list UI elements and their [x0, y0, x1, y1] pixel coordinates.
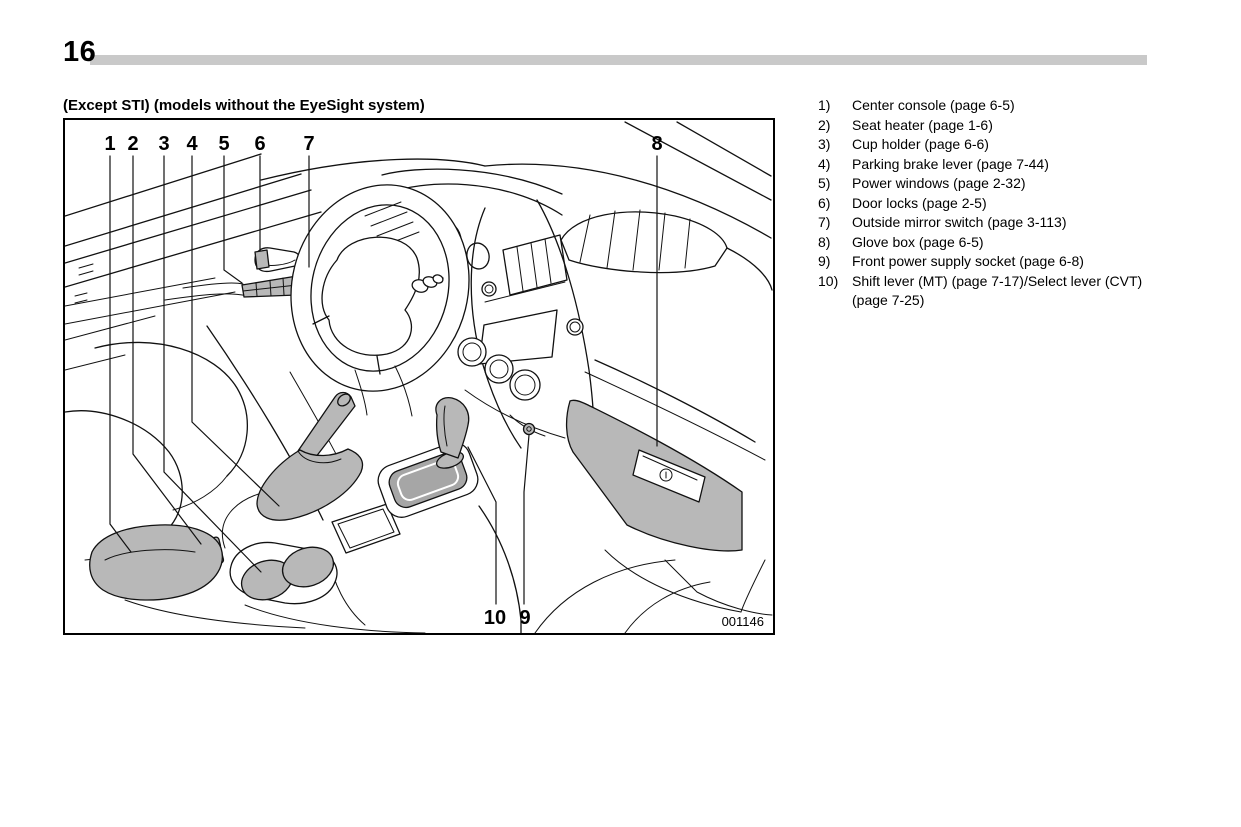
- leader-4: [191, 155, 280, 507]
- callout-label-4: 4: [186, 133, 198, 155]
- audio-knob-right: [566, 318, 584, 336]
- legend-item-number: 5): [818, 175, 831, 191]
- leader-1: [109, 155, 132, 553]
- shift-lever: [377, 397, 479, 518]
- callout-label-2: 2: [127, 133, 138, 155]
- console-tray: [331, 503, 401, 554]
- door-lock-knob: [254, 249, 270, 270]
- legend-item-number: 2): [818, 116, 831, 133]
- parking-brake-lever: [256, 391, 364, 521]
- legend-item-number: 4): [818, 155, 831, 172]
- legend-item-1: 1) Center console (page 6-5): [818, 96, 1154, 116]
- legend-item-number: 1): [818, 97, 831, 113]
- legend-item-7: 7) Outside mirror switch (page 3-113): [818, 213, 1154, 233]
- legend-item-text: Power windows (page 2-32): [852, 175, 1026, 191]
- steering-wheel: [290, 184, 470, 417]
- audio-display: [478, 309, 558, 365]
- header-rule: [90, 55, 1147, 65]
- audio-knob-left: [481, 281, 497, 297]
- legend-item-text: Seat heater (page 1-6): [852, 116, 993, 133]
- center-console: [89, 391, 773, 634]
- interior-figure-svg: 1 2 3 4 5 6 7 8 10 9 001146: [64, 121, 773, 634]
- glove-box-keyhole: [659, 468, 673, 482]
- legend-item-text: Cup holder (page 6-6): [852, 136, 989, 152]
- figure-caption: (Except STI) (models without the EyeSigh…: [63, 97, 425, 114]
- legend-item-text: Shift lever (MT) (page 7-17)/Select leve…: [852, 272, 1143, 309]
- callout-label-1: 1: [104, 133, 115, 155]
- page-number: 16: [63, 36, 97, 68]
- legend: 1) Center console (page 6-5) 2) Seat hea…: [818, 96, 1154, 311]
- center-stack: [457, 199, 595, 449]
- leader-5: [223, 155, 243, 284]
- leader-9: [523, 434, 530, 605]
- legend-item-5: 5) Power windows (page 2-32): [818, 174, 1154, 194]
- legend-item-number: 7): [818, 214, 831, 230]
- legend-item-text: Outside mirror switch (page 3-113): [852, 214, 1067, 230]
- legend-item-number: 3): [818, 136, 831, 152]
- climate-knobs: [457, 337, 541, 401]
- center-console-armrest: [89, 524, 223, 601]
- dash-top-vent: [560, 209, 728, 274]
- legend-item-text: Center console (page 6-5): [852, 97, 1015, 113]
- legend-item-9: 9) Front power supply socket (page 6-8): [818, 252, 1154, 272]
- legend-item-number: 8): [818, 233, 831, 250]
- legend-item-2: 2) Seat heater (page 1-6): [818, 116, 1154, 136]
- callout-label-9: 9: [519, 607, 530, 629]
- wiper-stalk: [411, 274, 444, 293]
- leader-3: [163, 155, 262, 573]
- glove-box: [565, 399, 766, 613]
- glove-box-handle: [632, 449, 706, 503]
- power-socket: [522, 422, 536, 436]
- callout-label-6: 6: [254, 133, 265, 155]
- legend-item-4: 4) Parking brake lever (page 7-44): [818, 155, 1154, 175]
- legend-item-number: 6): [818, 194, 831, 211]
- parking-brake-boot: [256, 448, 364, 521]
- legend-item-text: Front power supply socket (page 6-8): [852, 253, 1084, 269]
- figure-id: 001146: [722, 614, 764, 629]
- callout-label-8: 8: [651, 133, 662, 155]
- legend-item-text: Door locks (page 2-5): [852, 194, 987, 211]
- legend-item-text: Glove box (page 6-5): [852, 233, 984, 250]
- legend-item-number: 9): [818, 253, 831, 269]
- legend-item-10: 10) Shift lever (MT) (page 7-17)/Select …: [818, 272, 1154, 311]
- legend-item-text: Parking brake lever (page 7-44): [852, 155, 1049, 172]
- legend-item-6: 6) Door locks (page 2-5): [818, 194, 1154, 214]
- power-window-switches: [241, 275, 298, 298]
- driver-seat: [64, 341, 306, 629]
- interior-figure: 1 2 3 4 5 6 7 8 10 9 001146: [63, 118, 775, 635]
- callout-label-5: 5: [218, 133, 229, 155]
- callout-leaders: [109, 155, 658, 605]
- callout-label-7: 7: [303, 133, 314, 155]
- legend-item-3: 3) Cup holder (page 6-6): [818, 135, 1154, 155]
- callout-labels: 1 2 3 4 5 6 7 8 10 9 001146: [104, 133, 764, 629]
- leader-10: [467, 446, 497, 605]
- callout-label-3: 3: [158, 133, 169, 155]
- leader-2: [132, 155, 202, 545]
- cup-holders: [229, 541, 338, 605]
- callout-label-10: 10: [484, 607, 506, 629]
- legend-item-8: 8) Glove box (page 6-5): [818, 233, 1154, 253]
- legend-item-number: 10): [818, 272, 839, 289]
